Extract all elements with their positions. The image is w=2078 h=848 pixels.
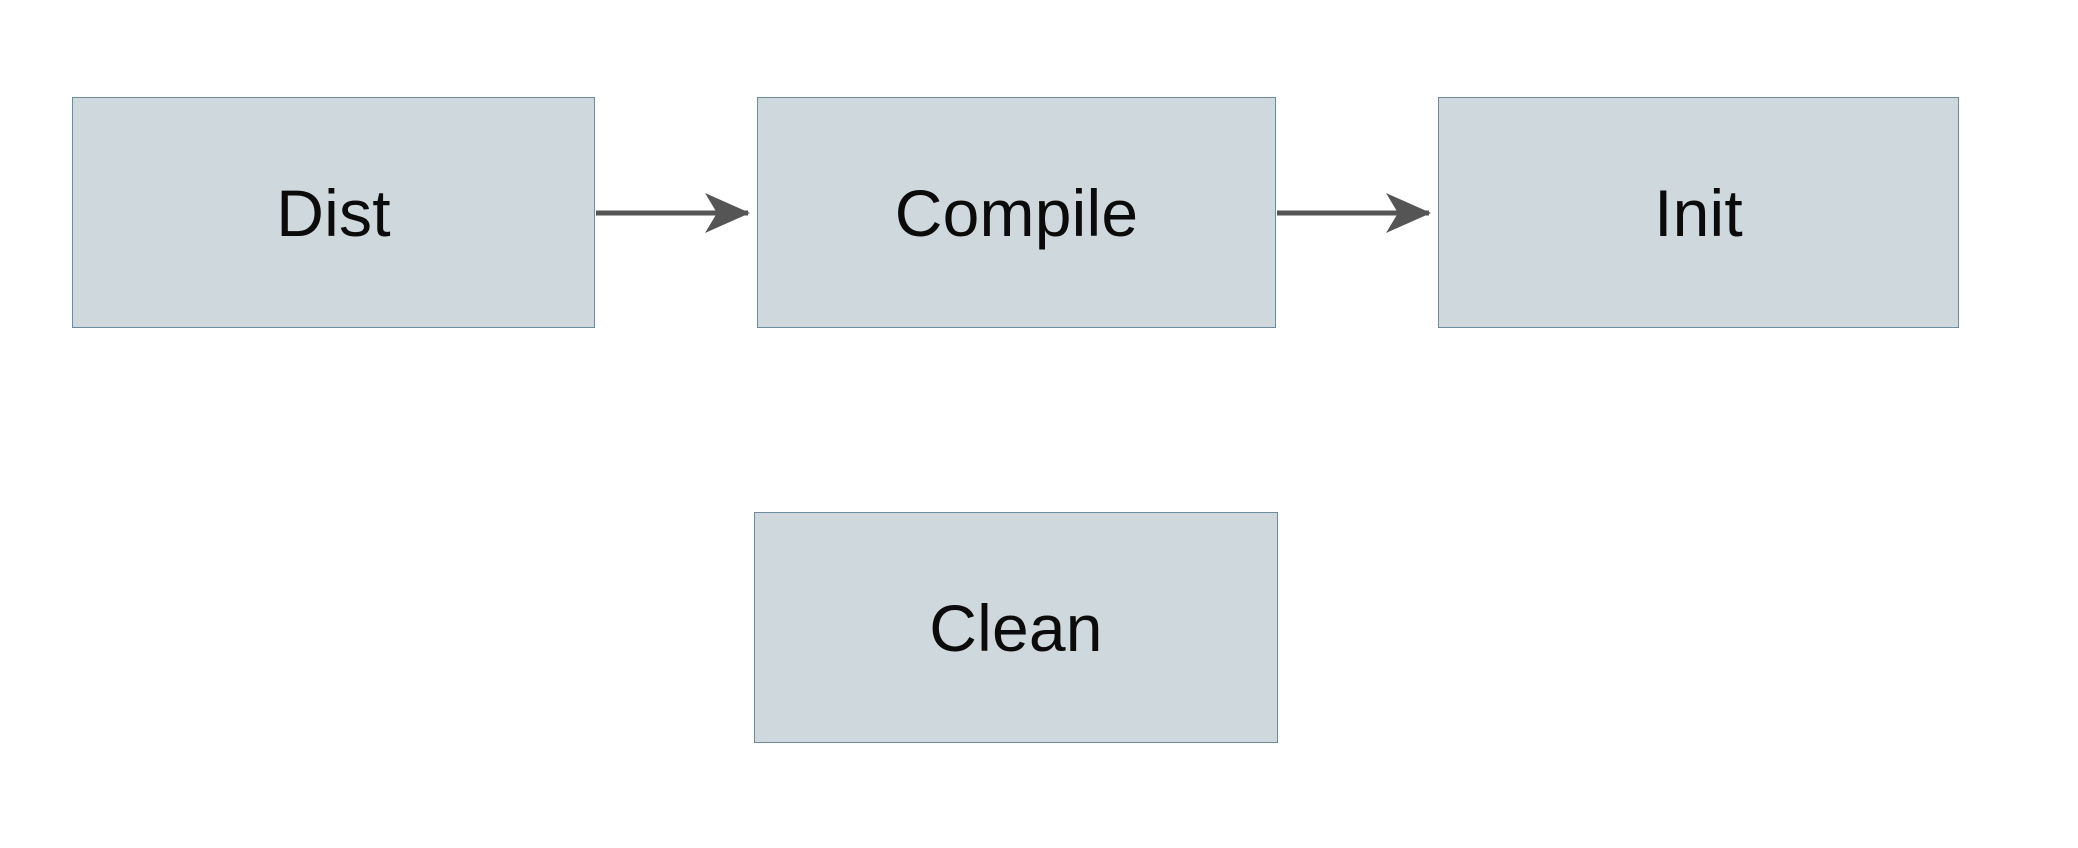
node-label-dist: Dist (276, 175, 391, 250)
node-label-compile: Compile (894, 175, 1139, 250)
node-dist[interactable]: Dist (72, 97, 595, 328)
node-label-clean: Clean (929, 590, 1103, 665)
node-clean[interactable]: Clean (754, 512, 1278, 743)
node-label-init: Init (1654, 175, 1743, 250)
node-init[interactable]: Init (1438, 97, 1959, 328)
node-compile[interactable]: Compile (757, 97, 1276, 328)
